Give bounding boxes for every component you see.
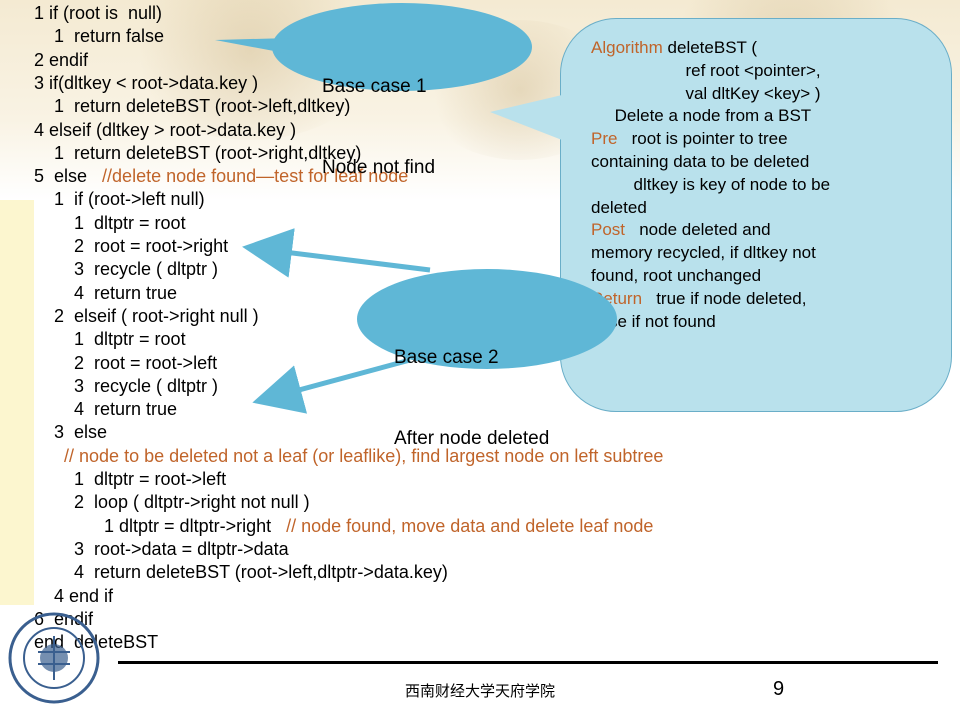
code-line: 3 root->data = dltptr->data — [34, 538, 289, 560]
code-text: end deleteBST — [34, 632, 159, 653]
footer-institution: 西南财经大学天府学院 — [404, 683, 555, 700]
code-line: 5 else //delete node found—test for leaf… — [34, 165, 408, 187]
code-comment: // node to be deleted not a leaf (or lea… — [64, 445, 664, 466]
base-case-2-bubble — [357, 269, 617, 369]
algorithm-text: deleted — [591, 197, 647, 217]
code-line: 4 return deleteBST (root->left,dltptr->d… — [34, 561, 448, 583]
algorithm-text: memory recycled, if dltkey not — [591, 243, 816, 263]
code-line: 1 return deleteBST (root->left,dltkey) — [34, 95, 350, 117]
code-line: 1 return false — [34, 25, 164, 47]
algorithm-text: found, root unchanged — [591, 266, 762, 285]
algorithm-line: Return true if node deleted, — [591, 288, 806, 310]
code-text: 2 root = root->left — [34, 352, 218, 373]
algorithm-text: Delete a node from a BST — [591, 106, 812, 126]
algorithm-line: containing data to be deleted — [591, 151, 809, 173]
algorithm-text: dltkey is key of node to be — [591, 174, 831, 194]
algorithm-keyword: Post — [591, 220, 626, 240]
code-text: 1 dltptr = root — [34, 212, 186, 233]
code-line: 1 dltptr = root — [34, 328, 186, 350]
code-line: 2 loop ( dltptr->right not null ) — [34, 491, 310, 513]
algorithm-line: Algorithm deleteBST ( — [591, 37, 757, 59]
algorithm-text: ref root <pointer>, — [591, 60, 821, 80]
code-text: 2 endif — [34, 49, 89, 70]
code-line: 4 elseif (dltkey > root->data.key ) — [34, 119, 296, 141]
algorithm-line: dltkey is key of node to be — [591, 174, 831, 196]
code-text: 3 recycle ( dltptr ) — [34, 375, 219, 396]
code-line: 4 return true — [34, 398, 177, 420]
code-line: 3 recycle ( dltptr ) — [34, 258, 218, 280]
arrow-to-return-true-1 — [242, 228, 431, 278]
footer-rule — [118, 661, 938, 664]
code-text: 1 if (root is null) — [34, 3, 163, 23]
left-decorative-strip — [0, 200, 34, 605]
code-line: 3 else — [34, 421, 107, 443]
code-text: 1 dltptr = root->left — [34, 469, 227, 489]
code-line: 1 dltptr = root->left — [34, 468, 226, 490]
code-text: 3 root->data = dltptr->data — [34, 538, 289, 559]
code-text: 1 dltptr = root — [34, 329, 186, 350]
algorithm-box-tail — [490, 95, 562, 140]
code-text: 4 return deleteBST (root->left,dltptr->d… — [34, 562, 448, 583]
code-text: 3 if(dltkey < root->data.key ) — [34, 72, 259, 93]
code-line: 1 if (root is null) — [34, 2, 162, 24]
code-line: end deleteBST — [34, 631, 158, 653]
algorithm-keyword: Pre — [591, 129, 618, 149]
code-line: 3 recycle ( dltptr ) — [34, 375, 218, 397]
algorithm-description-box: Algorithm deleteBST ( ref root <pointer>… — [560, 18, 952, 412]
algorithm-line: memory recycled, if dltkey not — [591, 242, 816, 264]
code-text: 2 root = root->right — [34, 236, 229, 256]
code-text: 4 end if — [34, 585, 114, 606]
code-comment: //delete node found—test for leaf node — [102, 166, 409, 187]
code-text: 1 return false — [34, 26, 165, 47]
code-text: 4 return true — [34, 399, 178, 420]
code-text: 3 recycle ( dltptr ) — [34, 259, 219, 280]
code-text: 5 else — [34, 166, 103, 187]
algorithm-text: deleteBST ( — [662, 38, 757, 57]
code-line: 2 endif — [34, 49, 88, 71]
code-line: 2 root = root->right — [34, 235, 228, 257]
code-text: 4 return true — [34, 282, 178, 303]
algorithm-text: true if node deleted, — [642, 288, 807, 308]
code-line: 2 elseif ( root->right null ) — [34, 305, 259, 327]
code-line: 3 if(dltkey < root->data.key ) — [34, 72, 258, 94]
base-case-2-label: Base case 2 After node deleted — [394, 347, 550, 449]
code-line: 1 dltptr = dltptr->right // node found, … — [34, 515, 653, 537]
arrow-to-return-true-2 — [252, 357, 411, 414]
code-line: 2 root = root->left — [34, 352, 217, 374]
code-text: 2 elseif ( root->right null ) — [34, 305, 259, 326]
college-seal-icon — [8, 612, 100, 704]
algorithm-keyword: Algorithm — [591, 38, 663, 57]
code-text: 1 return deleteBST (root->right,dltkey) — [34, 142, 362, 163]
algorithm-line: found, root unchanged — [591, 265, 761, 287]
algorithm-text: val dltKey <key> ) — [591, 83, 821, 103]
algorithm-line: ref root <pointer>, — [591, 60, 821, 82]
algorithm-text: containing data to be deleted — [591, 152, 810, 171]
page-number: 9 — [773, 678, 785, 700]
algorithm-text: root is pointer to tree — [617, 129, 788, 149]
algorithm-line: Pre root is pointer to tree — [591, 128, 788, 150]
code-line: // node to be deleted not a leaf (or lea… — [34, 445, 663, 467]
code-text: 1 dltptr = dltptr->right — [34, 515, 287, 536]
code-text: 2 loop ( dltptr->right not null ) — [34, 492, 310, 513]
base-case-1-tail — [215, 38, 290, 54]
algorithm-line: Post node deleted and — [591, 219, 771, 241]
algorithm-line: deleted — [591, 197, 647, 219]
code-comment: // node found, move data and delete leaf… — [286, 515, 654, 536]
code-line: 1 if (root->left null) — [34, 188, 205, 210]
code-line: 4 end if — [34, 585, 113, 607]
code-text: 1 if (root->left null) — [34, 189, 205, 210]
base-case-1-bubble — [272, 3, 532, 91]
code-line: 1 return deleteBST (root->right,dltkey) — [34, 142, 361, 164]
code-line: 1 dltptr = root — [34, 212, 186, 234]
code-line: 4 return true — [34, 282, 177, 304]
algorithm-text: node deleted and — [625, 220, 771, 240]
base-case-1-label: Base case 1 Node not find — [322, 76, 436, 178]
code-text: 3 else — [34, 422, 108, 443]
algorithm-line: Delete a node from a BST — [591, 105, 812, 127]
code-text: 4 elseif (dltkey > root->data.key ) — [34, 119, 297, 140]
code-text: 1 return deleteBST (root->left,dltkey) — [34, 96, 351, 117]
algorithm-line: val dltKey <key> ) — [591, 83, 821, 105]
